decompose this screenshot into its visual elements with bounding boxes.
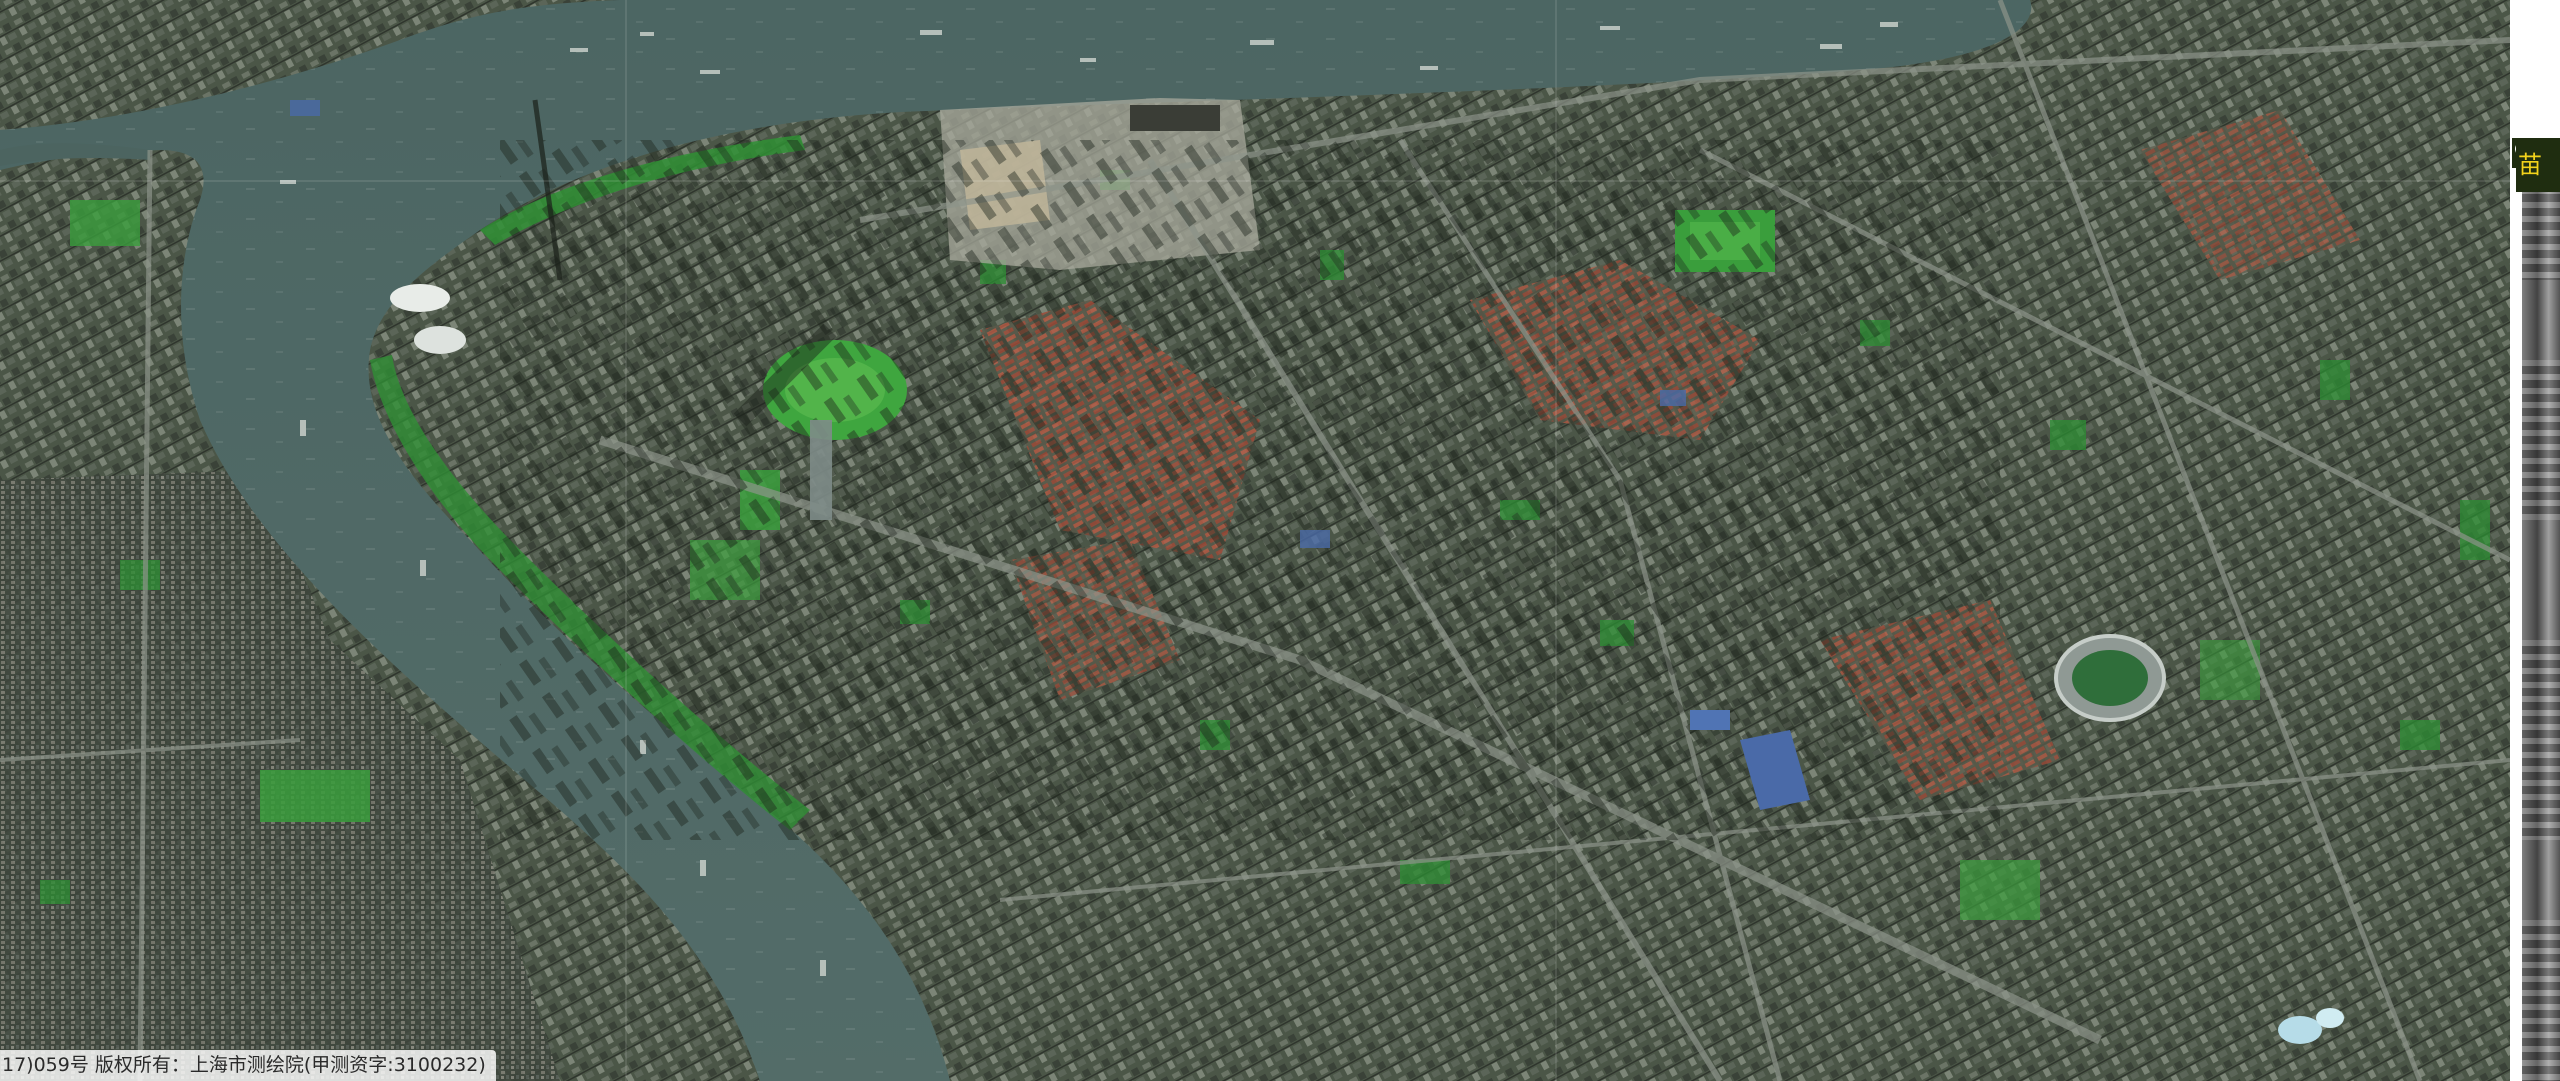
park [70,200,140,246]
blue-roof-building [1740,730,1810,810]
stadium [2054,634,2166,722]
pavilion [2278,1016,2322,1044]
pavilion [414,326,466,354]
layer-thumbnail[interactable] [2522,360,2560,520]
park [1960,860,2040,920]
copyright-notice: 17)059号 版权所有：上海市测绘院(甲测资字:3100232) [0,1050,496,1081]
pavilion [390,284,450,312]
tile-seam [625,0,627,1081]
layer-thumbnail[interactable] [2522,640,2560,840]
blue-roof-building [1690,710,1730,730]
residential-red-roofs [2140,110,2360,280]
layer-thumbnail[interactable] [2522,920,2560,1081]
suzhou-creek [0,143,150,166]
layer-thumbnail-strip[interactable] [2522,160,2560,1081]
river-ships [280,22,1898,976]
park [260,770,370,822]
tile-seam [0,180,2510,182]
layer-switcher-label[interactable]: 苗 [2516,138,2560,192]
tile-seam [1555,0,1557,1081]
